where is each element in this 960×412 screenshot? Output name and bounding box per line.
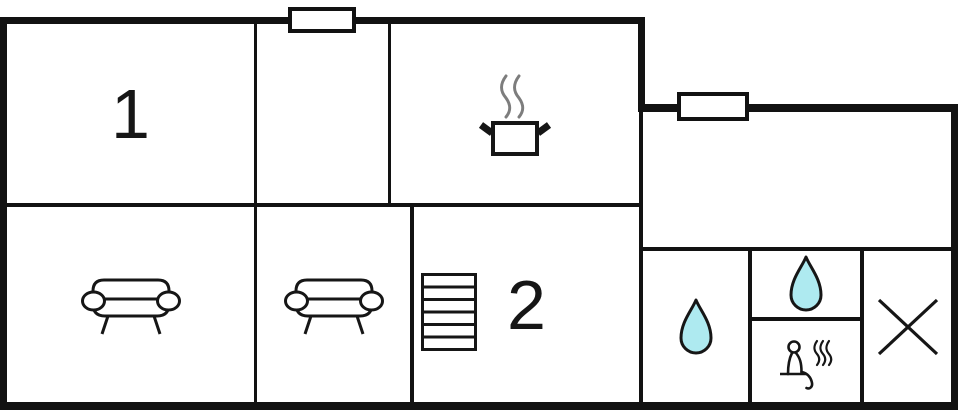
room-hallway bbox=[643, 112, 951, 247]
wall-interior-horizontal-3 bbox=[752, 317, 860, 321]
wall-interior-vertical-1 bbox=[254, 24, 257, 403]
water-drop-icon bbox=[679, 298, 712, 354]
sofa-icon bbox=[283, 278, 384, 334]
window-marker-top bbox=[288, 7, 356, 33]
wall-outer-step bbox=[638, 17, 645, 112]
wall-outer-right bbox=[951, 104, 958, 410]
room-living-right bbox=[257, 207, 410, 402]
cross-icon bbox=[877, 298, 938, 355]
room-crossed bbox=[864, 251, 951, 402]
room-sauna bbox=[752, 321, 860, 402]
room-2-number: 2 bbox=[507, 265, 546, 344]
room-bedroom-2: 2 bbox=[414, 207, 639, 402]
wall-interior-horizontal-1 bbox=[7, 203, 640, 207]
room-living-left bbox=[7, 207, 254, 402]
wall-interior-vertical-2 bbox=[388, 24, 391, 204]
wall-outer-top-right-section bbox=[638, 104, 958, 112]
stairs-icon bbox=[421, 273, 477, 351]
wall-interior-vertical-5 bbox=[748, 251, 752, 402]
sauna-person-icon bbox=[780, 339, 833, 390]
cooking-pot-icon bbox=[479, 74, 551, 156]
wall-interior-vertical-4 bbox=[410, 207, 414, 402]
wall-outer-bottom bbox=[0, 402, 958, 410]
room-bathroom-main bbox=[643, 251, 748, 402]
window-marker-right bbox=[677, 92, 749, 121]
wall-interior-horizontal-2 bbox=[642, 247, 951, 251]
room-bedroom-1: 1 bbox=[7, 24, 254, 203]
room-1-number: 1 bbox=[111, 74, 150, 153]
room-kitchen bbox=[391, 24, 639, 204]
wall-interior-vertical-3 bbox=[639, 112, 643, 402]
wall-outer-left bbox=[0, 17, 7, 410]
room-bathroom-small bbox=[752, 251, 860, 317]
water-drop-icon bbox=[789, 255, 823, 312]
room-entry bbox=[257, 24, 388, 203]
wall-interior-vertical-6 bbox=[860, 251, 864, 402]
sofa-icon bbox=[80, 278, 181, 334]
